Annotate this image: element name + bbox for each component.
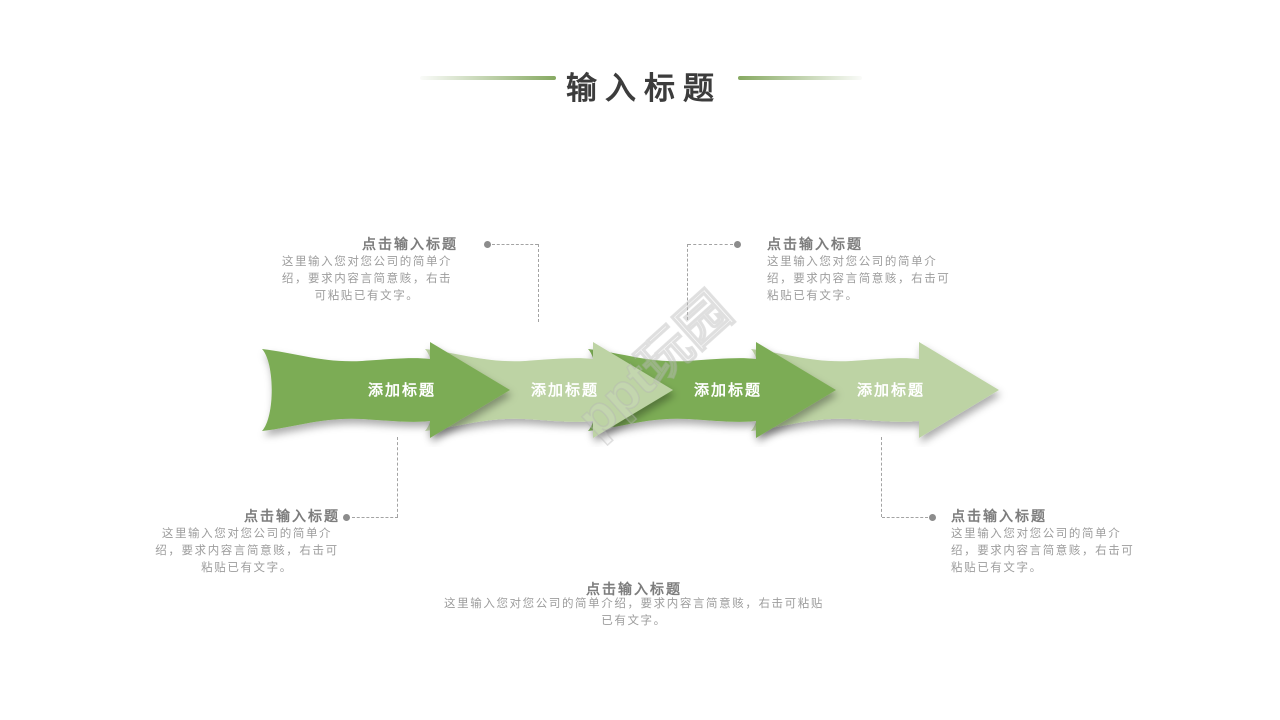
arrow-shape-2 <box>425 342 673 438</box>
page-title: 输入标题 <box>566 71 722 106</box>
process-arrow-diagram: 添加标题 添加标题 添加标题 添加标题 <box>262 342 999 438</box>
connector-line-bottom-left-v <box>397 437 398 517</box>
callout-top-left-heading: 点击输入标题 <box>362 236 458 252</box>
callout-bottom-center-body: 这里输入您对您公司的简单介绍，要求内容言简意赅，右击可粘贴已有文字。 <box>444 598 824 627</box>
arrow-label-2: 添加标题 <box>531 381 599 399</box>
connector-line-top-right-v <box>687 244 688 320</box>
connector-line-top-left-h <box>492 244 538 245</box>
callout-bottom-right-heading: 点击输入标题 <box>951 508 1047 524</box>
connector-line-top-left-v <box>538 244 539 322</box>
connector-dot-bottom-left <box>343 514 350 521</box>
callout-bottom-left-heading: 点击输入标题 <box>244 508 340 524</box>
connector-line-bottom-left-h <box>352 517 398 518</box>
arrow-label-1: 添加标题 <box>368 381 436 399</box>
arrow-shape-1 <box>262 342 510 438</box>
connector-dot-top-right <box>734 241 741 248</box>
callout-bottom-right-body: 这里输入您对您公司的简单介绍，要求内容言简意赅，右击可粘贴已有文字。 <box>951 528 1135 574</box>
connector-line-top-right-h <box>688 244 733 245</box>
callout-top-right-heading: 点击输入标题 <box>767 236 863 252</box>
arrow-shape-3 <box>588 342 836 438</box>
connector-dot-bottom-right <box>929 514 936 521</box>
connector-dot-top-left <box>484 241 491 248</box>
title-accent-line-right <box>738 76 862 80</box>
title-accent-line-left <box>420 76 556 80</box>
callout-bottom-center-heading: 点击输入标题 <box>586 581 682 597</box>
callout-top-left-body: 这里输入您对您公司的简单介绍，要求内容言简意赅，右击可粘贴已有文字。 <box>281 256 453 302</box>
connector-line-bottom-right-h <box>882 517 928 518</box>
connector-line-bottom-right-v <box>881 437 882 517</box>
arrow-shape-4 <box>751 342 999 438</box>
arrow-label-3: 添加标题 <box>694 381 762 399</box>
callout-bottom-left-body: 这里输入您对您公司的简单介绍，要求内容言简意赅，右击可粘贴已有文字。 <box>155 528 339 574</box>
callout-top-right-body: 这里输入您对您公司的简单介绍，要求内容言简意赅，右击可粘贴已有文字。 <box>767 256 951 302</box>
arrow-label-4: 添加标题 <box>857 381 925 399</box>
